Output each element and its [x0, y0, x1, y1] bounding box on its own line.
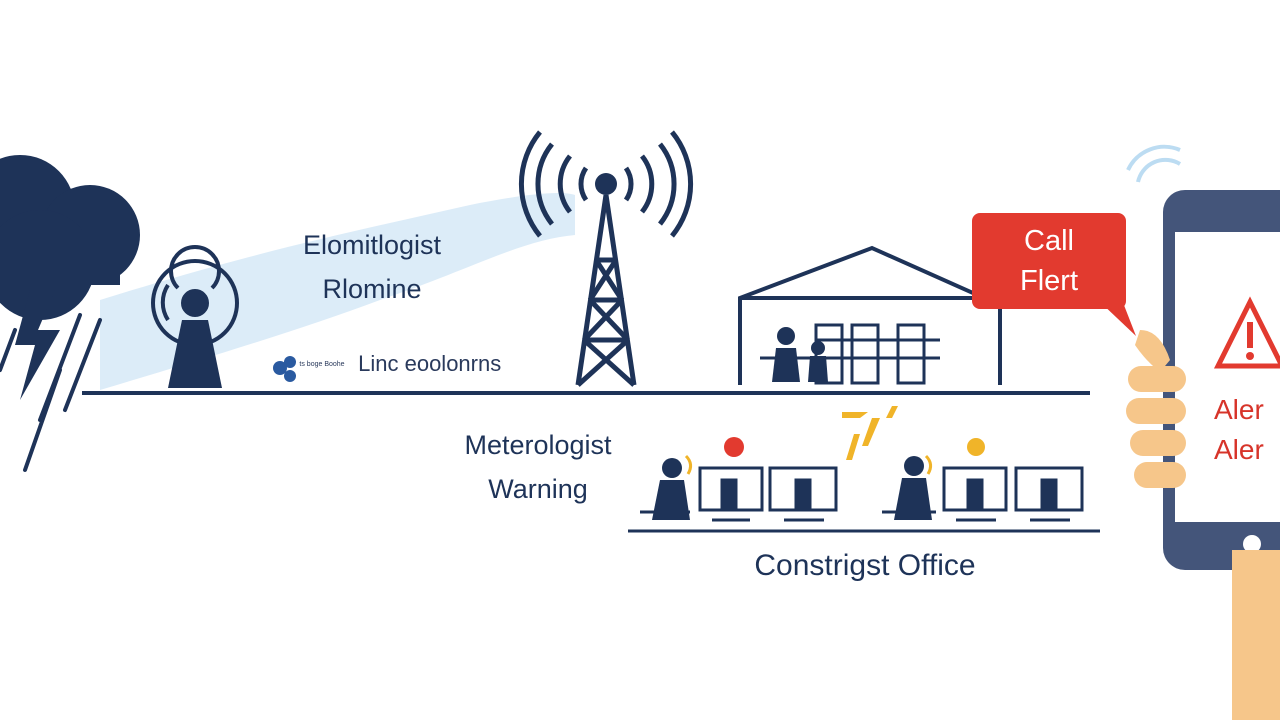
small-caption: ts boge Boohe	[299, 361, 345, 369]
person-icon	[808, 341, 828, 382]
person-icon	[894, 456, 932, 520]
alert-bubble: Call Flert	[972, 213, 1126, 309]
alert-bubble-pointer	[1098, 300, 1136, 336]
logo-mark-icon	[273, 356, 296, 382]
status-dot-yellow	[967, 438, 985, 456]
person-icon	[652, 458, 690, 520]
radar-antenna-icon	[151, 245, 239, 388]
lightning-icon	[15, 290, 60, 400]
signal-wave-band	[100, 193, 575, 390]
station-label: Elomitlogist Rlomine	[302, 230, 442, 304]
status-dot-red	[724, 437, 744, 457]
storm-cloud-icon	[0, 155, 140, 320]
warning-label: Meterologist Warning	[464, 430, 612, 504]
monitor-icon	[698, 466, 764, 522]
workstations	[640, 454, 1084, 522]
phone-alert-text: Aler Aler	[1214, 394, 1264, 465]
monitor-icon	[1014, 466, 1084, 522]
radio-tower-icon	[518, 130, 694, 387]
small-label-text: Linc eoolonrns	[358, 351, 502, 376]
warning-triangle-icon	[1213, 296, 1280, 369]
small-label: ts boge Boohe Linc eoolonrns	[272, 351, 501, 377]
monitor-icon	[768, 466, 838, 522]
office-label: Constrigst Office	[754, 549, 976, 582]
person-icon	[772, 327, 800, 382]
spark-icon	[842, 406, 898, 460]
rain-lines	[0, 313, 102, 472]
monitor-icon	[942, 466, 1008, 522]
building-icon	[738, 245, 1002, 385]
smartphone-icon	[1126, 144, 1280, 570]
hand-icon	[1126, 330, 1280, 720]
